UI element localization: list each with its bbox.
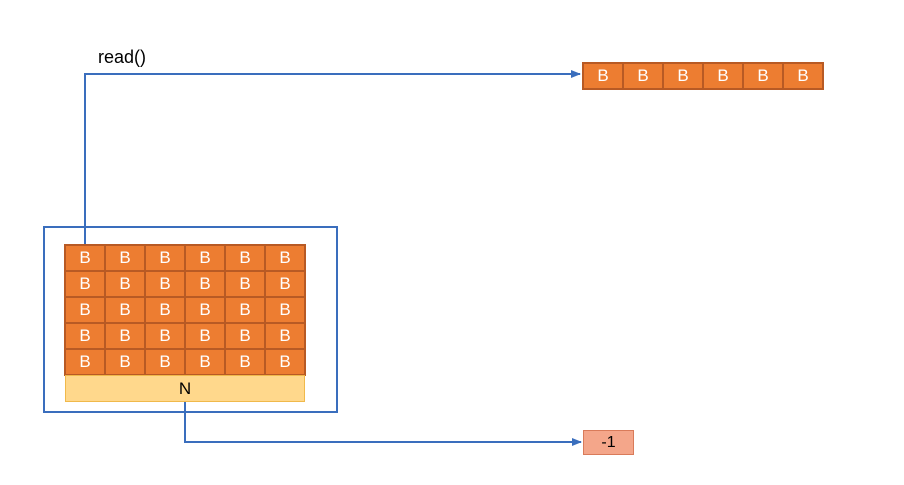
output-byte-cell: B [663,63,703,89]
byte-cell: B [65,245,105,271]
byte-cell: B [65,297,105,323]
byte-cell: B [185,323,225,349]
byte-cell: B [105,245,145,271]
byte-cell: B [65,271,105,297]
byte-cell: B [265,297,305,323]
output-byte-cell: B [703,63,743,89]
byte-cell: B [145,297,185,323]
byte-cell: B [265,245,305,271]
byte-cell: B [225,271,265,297]
byte-cell: B [65,349,105,375]
byte-cell: B [105,323,145,349]
output-byte-cell: B [623,63,663,89]
byte-cell: B [145,349,185,375]
eof-arrow [184,388,582,446]
byte-cell: B [105,349,145,375]
byte-cell: B [225,245,265,271]
output-byte-cell: B [743,63,783,89]
byte-cell: B [105,297,145,323]
byte-cell: B [265,323,305,349]
output-byte-cell: B [783,63,823,89]
byte-cell: B [145,245,185,271]
byte-cell: B [225,349,265,375]
byte-cell: B [185,271,225,297]
eof-result: -1 [583,430,634,455]
byte-cell: B [65,323,105,349]
input-stream-box [43,226,338,413]
output-byte-cell: B [583,63,623,89]
byte-cell: B [265,349,305,375]
byte-cell: B [185,297,225,323]
byte-cell: B [185,245,225,271]
byte-cell: B [225,323,265,349]
byte-cell: B [185,349,225,375]
byte-cell: B [105,271,145,297]
byte-cell: B [225,297,265,323]
byte-cell: B [145,323,185,349]
byte-cell: B [265,271,305,297]
byte-cell: B [145,271,185,297]
read-arrow [84,70,581,258]
end-marker: N [65,375,305,402]
read-call-label: read() [98,47,147,67]
